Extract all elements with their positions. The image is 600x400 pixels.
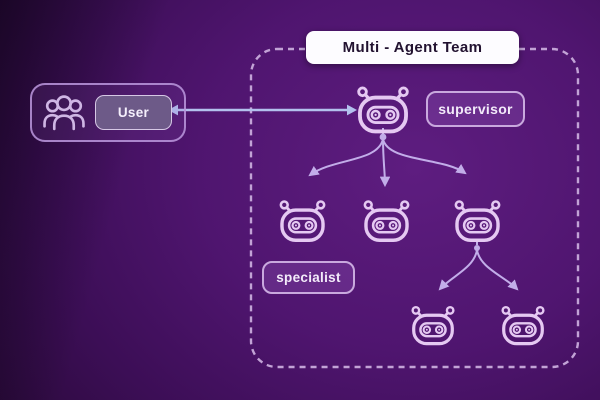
supervisor-robot-icon (351, 84, 415, 138)
users-group-icon (43, 94, 85, 130)
supervisor-label: supervisor (426, 91, 525, 127)
team-title: Multi - Agent Team (306, 31, 519, 64)
specialist-robot-icon-1 (274, 198, 331, 246)
specialist-robot-icon-2 (358, 198, 415, 246)
specialist-robot-icon-3 (449, 198, 506, 246)
sub-agent-robot-icon-1 (406, 304, 460, 349)
user-button[interactable]: User (95, 95, 172, 130)
specialist-fanout-arrows (438, 241, 519, 291)
sub-agent-robot-icon-2 (496, 304, 550, 349)
specialist-label: specialist (262, 261, 355, 294)
user-panel: User (30, 83, 186, 142)
user-supervisor-arrow (168, 104, 357, 116)
